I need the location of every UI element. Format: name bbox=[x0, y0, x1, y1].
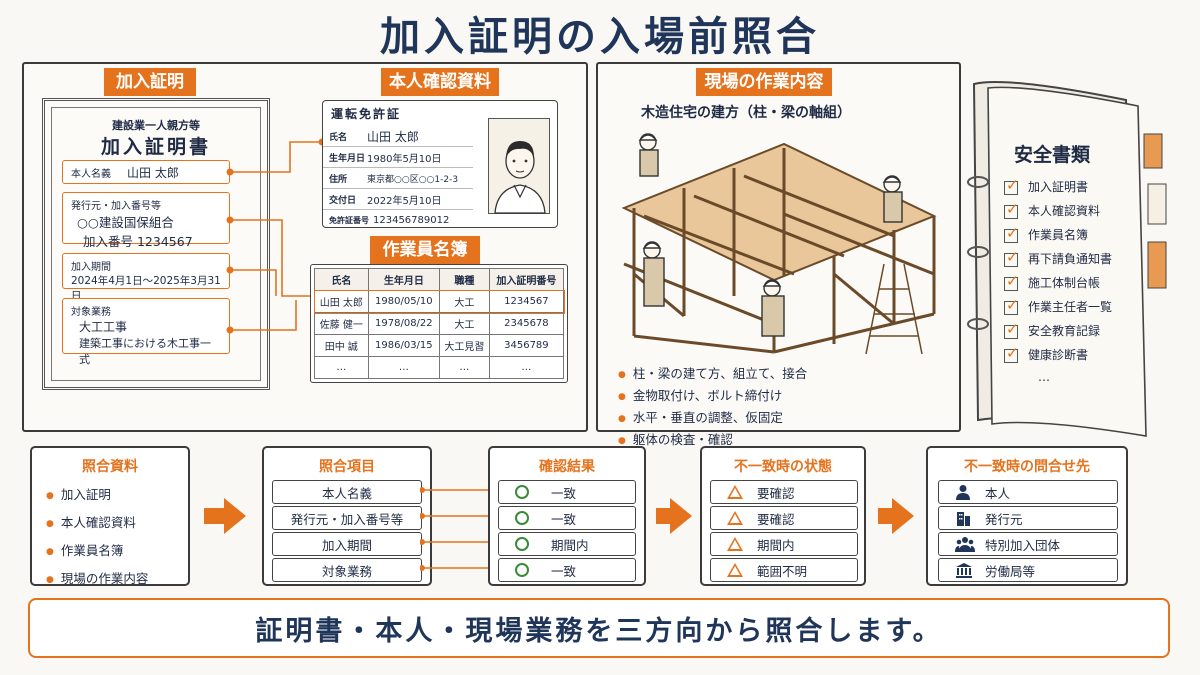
check-item: 加入期間 bbox=[272, 532, 422, 556]
license-photo bbox=[488, 118, 550, 214]
ok-circle-icon bbox=[515, 511, 529, 525]
list-item: 加入証明 bbox=[46, 482, 188, 510]
warning-triangle-icon bbox=[727, 511, 743, 525]
cert-scope-field: 対象業務 大工工事 建築工事における木工事一式 bbox=[62, 298, 230, 366]
results-box: 確認結果 一致 一致 期間内 一致 bbox=[488, 446, 646, 586]
summary-banner: 証明書・本人・現場業務を三方向から照合します。 bbox=[28, 598, 1170, 658]
checkbox-icon bbox=[1004, 320, 1019, 339]
ok-circle-icon bbox=[515, 485, 529, 499]
building-icon bbox=[957, 512, 970, 526]
list-item: 安全教育記録 bbox=[1004, 320, 1112, 346]
check-item: 本人名義 bbox=[272, 480, 422, 504]
cert-heading: 加入証明書 bbox=[100, 136, 211, 158]
result-item: 期間内 bbox=[498, 532, 636, 556]
timber-frame-illustration bbox=[621, 133, 937, 355]
cert-tag: 加入証明 bbox=[104, 68, 196, 96]
checkbox-icon bbox=[1004, 296, 1019, 315]
contact-item: 特別加入団体 bbox=[938, 532, 1118, 556]
contact-item: 本人 bbox=[938, 480, 1118, 504]
ok-circle-icon bbox=[515, 537, 529, 551]
license-title: 運転免許証 bbox=[331, 107, 402, 121]
checkbox-icon bbox=[1004, 176, 1019, 195]
result-item: 一致 bbox=[498, 480, 636, 504]
page-title: 加入証明の入場前照合 bbox=[380, 14, 820, 60]
list-item: 再下請負通知書 bbox=[1004, 248, 1112, 274]
arrow-right-icon bbox=[878, 498, 914, 534]
materials-box: 照合資料 加入証明 本人確認資料 作業員名簿 現場の作業内容 bbox=[30, 446, 190, 586]
mismatch-item: 要確認 bbox=[710, 480, 858, 504]
ok-circle-icon bbox=[515, 563, 529, 577]
list-item: 健康診断書 bbox=[1004, 344, 1112, 370]
cert-period-field: 加入期間 2024年4月1日～2025年3月31日 bbox=[62, 253, 230, 302]
cert-name-field: 本人名義 山田 太郎 bbox=[62, 160, 230, 184]
list-item: 柱・梁の建て方、組立て、接合 bbox=[618, 364, 807, 386]
checkbox-icon bbox=[1004, 200, 1019, 219]
result-item: 一致 bbox=[498, 506, 636, 530]
list-item: 現場の作業内容 bbox=[46, 566, 188, 594]
checkbox-icon bbox=[1004, 248, 1019, 267]
list-item: 躯体の検査・確認 bbox=[618, 430, 807, 452]
contact-item: 発行元 bbox=[938, 506, 1118, 530]
contacts-box: 不一致時の問合せ先 本人 発行元 特別加入団体 労働局等 bbox=[926, 446, 1128, 586]
check-items-box: 照合項目 本人名義 発行元・加入番号等 加入期間 対象業務 bbox=[262, 446, 432, 586]
checkbox-icon bbox=[1004, 272, 1019, 291]
check-item: 発行元・加入番号等 bbox=[272, 506, 422, 530]
roster-tag: 作業員名簿 bbox=[370, 236, 480, 264]
check-item: 対象業務 bbox=[272, 558, 422, 582]
contact-item: 労働局等 bbox=[938, 558, 1118, 582]
list-item: 水平・垂直の調整、仮固定 bbox=[618, 408, 807, 430]
list-item: 本人確認資料 bbox=[46, 510, 188, 538]
checkbox-icon bbox=[1004, 344, 1019, 363]
mismatch-box: 不一致時の状態 要確認 要確認 期間内 範囲不明 bbox=[700, 446, 866, 586]
warning-triangle-icon bbox=[727, 537, 743, 551]
person-icon bbox=[956, 485, 970, 500]
list-item: 作業員名簿 bbox=[1004, 224, 1112, 250]
id-doc-tag: 本人確認資料 bbox=[381, 68, 499, 96]
list-item: 施工体制台帳 bbox=[1004, 272, 1112, 298]
warning-triangle-icon bbox=[727, 485, 743, 499]
binder-title: 安全書類 bbox=[1014, 144, 1091, 166]
arrow-right-icon bbox=[204, 498, 246, 534]
arrow-right-icon bbox=[656, 498, 692, 534]
checkbox-icon bbox=[1004, 224, 1019, 243]
mismatch-item: 範囲不明 bbox=[710, 558, 858, 582]
site-subtitle: 木造住宅の建方（柱・梁の軸組） bbox=[641, 105, 851, 121]
summary-text: 証明書・本人・現場業務を三方向から照合します。 bbox=[255, 615, 943, 647]
government-building-icon bbox=[956, 563, 972, 578]
table-row: ………… bbox=[314, 356, 565, 379]
list-item: 作業員名簿 bbox=[46, 538, 188, 566]
group-icon bbox=[955, 537, 975, 552]
result-item: 一致 bbox=[498, 558, 636, 582]
mismatch-item: 期間内 bbox=[710, 532, 858, 556]
site-tag: 現場の作業内容 bbox=[696, 68, 832, 96]
safety-binder-illustration bbox=[967, 81, 1167, 437]
binder-checklist: 加入証明書 本人確認資料 作業員名簿 再下請負通知書 施工体制台帳 作業主任者一… bbox=[1004, 176, 1112, 384]
site-tasks-list: 柱・梁の建て方、組立て、接合 金物取付け、ボルト締付け 水平・垂直の調整、仮固定… bbox=[618, 364, 807, 452]
cert-issuer-field: 発行元・加入番号等 ○○建設国保組合 加入番号 1234567 bbox=[62, 192, 230, 249]
cert-org-line: 建設業一人親方等 bbox=[112, 119, 200, 132]
list-item: 本人確認資料 bbox=[1004, 200, 1112, 226]
list-item: 金物取付け、ボルト締付け bbox=[618, 386, 807, 408]
more-indicator: … bbox=[1038, 370, 1050, 384]
mismatch-item: 要確認 bbox=[710, 506, 858, 530]
list-item: 加入証明書 bbox=[1004, 176, 1112, 202]
warning-triangle-icon bbox=[727, 563, 743, 577]
list-item: 作業主任者一覧 bbox=[1004, 296, 1112, 322]
